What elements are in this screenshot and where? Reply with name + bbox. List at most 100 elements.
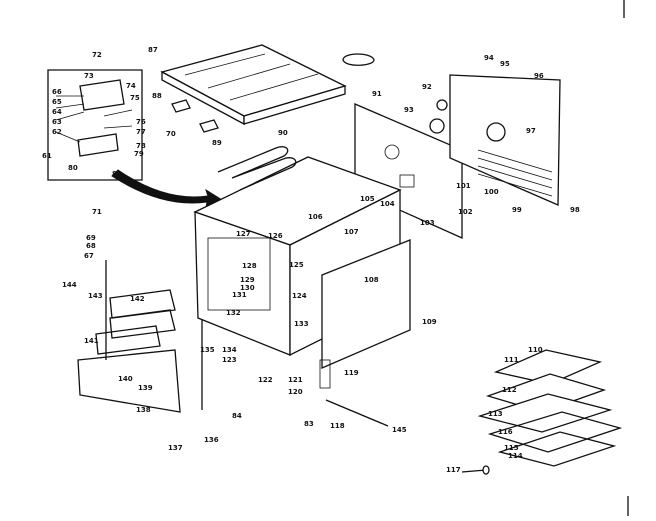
part-label-88: 88 <box>152 92 162 100</box>
part-label-67: 67 <box>84 252 94 260</box>
part-label-118: 118 <box>330 422 345 430</box>
part-label-129: 129 <box>240 276 255 284</box>
part-label-94: 94 <box>484 54 494 62</box>
part-label-119: 119 <box>344 369 359 377</box>
part-label-92: 92 <box>422 83 432 91</box>
part-label-95: 95 <box>500 60 510 68</box>
part-label-130: 130 <box>240 284 255 292</box>
part-label-103: 103 <box>420 219 435 227</box>
reference-arrow <box>111 169 224 209</box>
part-label-109: 109 <box>422 318 437 326</box>
diagram-drawing <box>47 0 629 516</box>
part-label-124: 124 <box>292 292 307 300</box>
part-label-108: 108 <box>364 276 379 284</box>
part-label-61: 61 <box>42 152 52 160</box>
part-label-70: 70 <box>166 130 176 138</box>
part-label-133: 133 <box>294 320 309 328</box>
part-label-127: 127 <box>236 230 251 238</box>
part-label-139: 139 <box>138 384 153 392</box>
part-label-128: 128 <box>242 262 257 270</box>
part-label-96: 96 <box>534 72 544 80</box>
part-label-117: 117 <box>446 466 461 474</box>
panel-brackets <box>171 99 219 133</box>
part-label-141: 141 <box>84 337 99 345</box>
part-label-69: 69 <box>86 234 96 242</box>
part-label-145: 145 <box>392 426 407 434</box>
part-label-84: 84 <box>232 412 242 420</box>
part-label-116: 116 <box>498 428 513 436</box>
gasket <box>342 53 375 66</box>
part-label-74: 74 <box>126 82 136 90</box>
part-label-137: 137 <box>168 444 183 452</box>
back-grille-panel <box>429 74 561 206</box>
part-label-76: 76 <box>136 118 146 126</box>
part-number-labels: 7273747566656463626176777879808287887089… <box>42 46 580 474</box>
part-label-91: 91 <box>372 90 382 98</box>
part-label-79: 79 <box>134 150 144 158</box>
door-frame <box>77 260 203 413</box>
part-label-134: 134 <box>222 346 237 354</box>
part-label-113: 113 <box>488 410 503 418</box>
part-label-78: 78 <box>136 142 146 150</box>
part-label-82: 82 <box>112 170 122 178</box>
part-label-99: 99 <box>512 206 522 214</box>
part-label-135: 135 <box>200 346 215 354</box>
part-label-126: 126 <box>268 232 283 240</box>
part-label-75: 75 <box>130 94 140 102</box>
part-label-72: 72 <box>92 51 102 59</box>
part-label-73: 73 <box>84 72 94 80</box>
outer-side-panel <box>319 239 411 389</box>
part-label-122: 122 <box>258 376 273 384</box>
part-label-120: 120 <box>288 388 303 396</box>
part-label-87: 87 <box>148 46 158 54</box>
part-label-100: 100 <box>484 188 499 196</box>
part-label-98: 98 <box>570 206 580 214</box>
part-label-115: 115 <box>504 444 519 452</box>
part-label-142: 142 <box>130 295 145 303</box>
part-label-140: 140 <box>118 375 133 383</box>
part-label-65: 65 <box>52 98 62 106</box>
part-label-97: 97 <box>526 127 536 135</box>
part-label-144: 144 <box>62 281 77 289</box>
rear-panel <box>354 103 463 240</box>
part-label-102: 102 <box>458 208 473 216</box>
part-label-62: 62 <box>52 128 62 136</box>
part-label-111: 111 <box>504 356 519 364</box>
support-rod <box>325 399 389 427</box>
part-label-89: 89 <box>212 139 222 147</box>
control-inset-box <box>47 69 143 181</box>
part-label-123: 123 <box>222 356 237 364</box>
part-label-71: 71 <box>92 208 102 216</box>
broil-element <box>217 146 297 191</box>
part-label-131: 131 <box>232 291 247 299</box>
oven-cavity <box>193 156 402 357</box>
part-label-107: 107 <box>344 228 359 236</box>
part-label-105: 105 <box>360 195 375 203</box>
part-label-101: 101 <box>456 182 471 190</box>
part-label-136: 136 <box>204 436 219 444</box>
part-label-143: 143 <box>88 292 103 300</box>
part-label-68: 68 <box>86 242 96 250</box>
part-label-104: 104 <box>380 200 395 208</box>
screw <box>461 469 487 473</box>
oven-racks <box>95 289 176 355</box>
part-label-83: 83 <box>304 420 314 428</box>
part-label-110: 110 <box>528 346 543 354</box>
part-label-90: 90 <box>278 129 288 137</box>
broiler-pan-set <box>477 349 623 467</box>
part-label-80: 80 <box>68 164 78 172</box>
part-label-112: 112 <box>502 386 517 394</box>
part-label-77: 77 <box>136 128 146 136</box>
screw-head <box>482 465 490 475</box>
part-label-132: 132 <box>226 309 241 317</box>
part-label-106: 106 <box>308 213 323 221</box>
part-label-64: 64 <box>52 108 62 116</box>
part-label-114: 114 <box>508 452 523 460</box>
part-label-66: 66 <box>52 88 62 96</box>
part-label-138: 138 <box>136 406 151 414</box>
part-label-93: 93 <box>404 106 414 114</box>
top-cover-panel <box>160 44 347 126</box>
part-label-121: 121 <box>288 376 303 384</box>
part-label-125: 125 <box>289 261 304 269</box>
